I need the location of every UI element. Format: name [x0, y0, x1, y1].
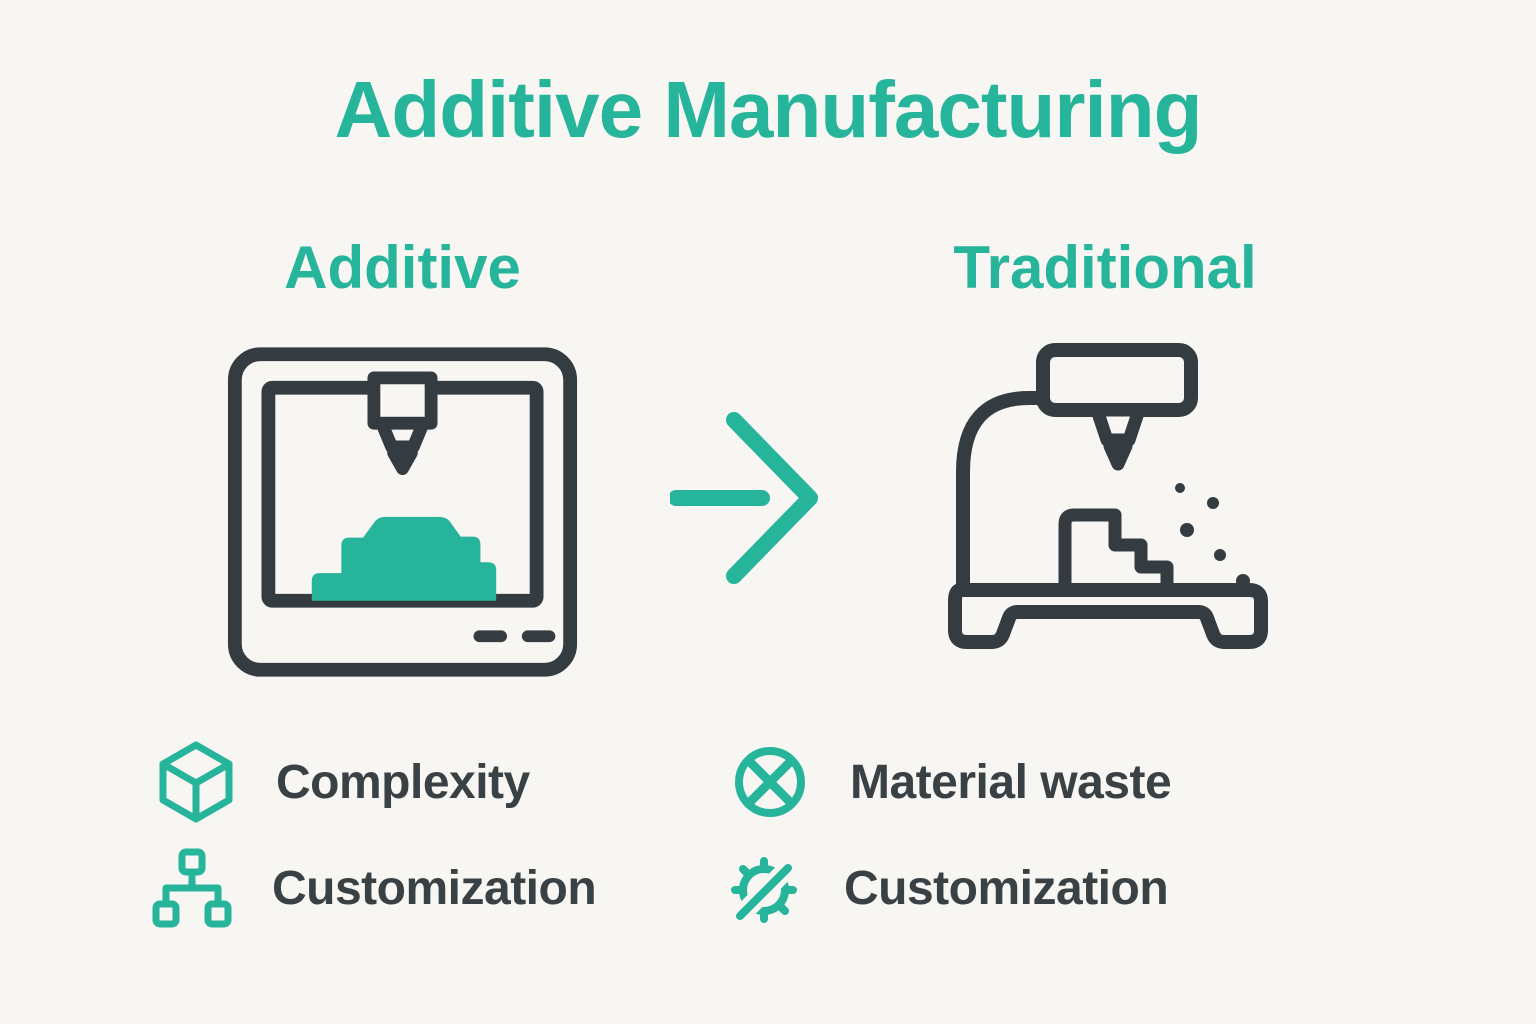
printed-part-shape: [311, 516, 497, 601]
gear-wrench-icon: [722, 846, 806, 930]
transition-arrow: [670, 408, 820, 588]
feature-label-customization-right: Customization: [844, 861, 1169, 915]
milling-machine-icon: [948, 343, 1268, 649]
feature-label-complexity: Complexity: [276, 755, 530, 809]
network-icon: [150, 846, 234, 930]
traditional-column-illustration: [925, 340, 1285, 680]
chips-dots: [1175, 483, 1250, 588]
extruder-block: [367, 371, 438, 430]
extruder-tip: [387, 446, 418, 476]
column-heading-additive: Additive: [284, 234, 521, 301]
cube-icon: [154, 740, 238, 824]
feature-customization-additive: Customization: [150, 846, 597, 930]
feature-label-material-waste: Material waste: [850, 755, 1172, 809]
crossed-circle-icon: [728, 740, 812, 824]
machine-head: [1036, 343, 1198, 417]
column-heading-traditional: Traditional: [953, 234, 1257, 301]
feature-complexity: Complexity: [154, 740, 530, 824]
additive-column-illustration: [225, 344, 580, 680]
feature-customization-traditional: Customization: [722, 846, 1169, 930]
spindle-tip: [1103, 439, 1133, 471]
spindle-funnel: [1090, 403, 1146, 447]
feature-material-waste: Material waste: [728, 740, 1172, 824]
page-title: Additive Manufacturing: [334, 65, 1203, 154]
extruder-funnel: [375, 416, 430, 454]
3d-printer-icon: [227, 347, 578, 677]
machine-base: [948, 583, 1268, 649]
printer-buttons: [473, 630, 556, 643]
workpiece-steps: [1058, 508, 1174, 598]
right-arrow-icon: [670, 412, 818, 584]
machine-column: [956, 391, 1054, 599]
feature-label-customization-left: Customization: [272, 861, 597, 915]
